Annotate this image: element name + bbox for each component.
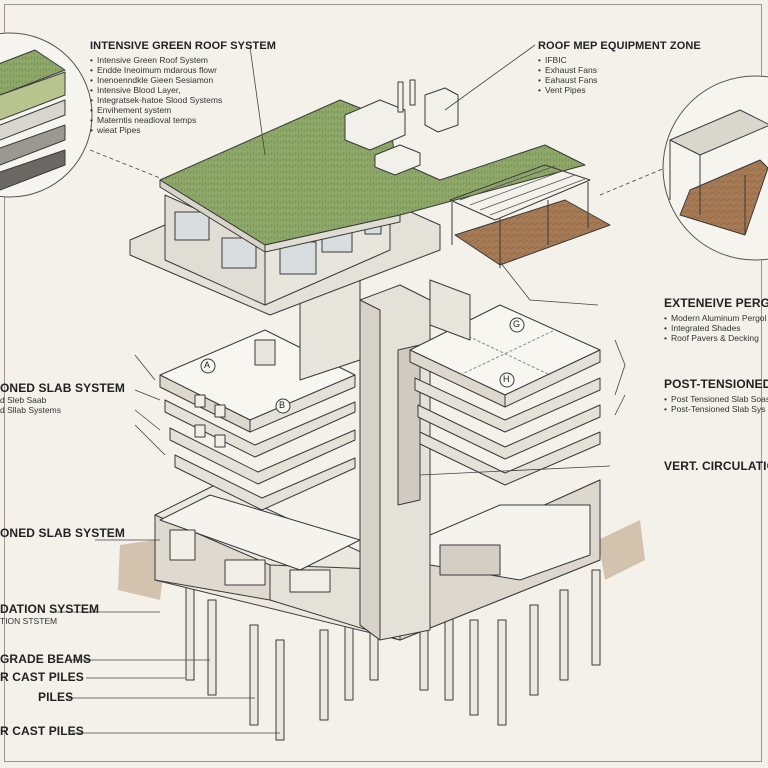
pergola [449, 164, 611, 268]
green-roof-item: Materntis neadioval temps [90, 115, 276, 125]
pergola-item: Roof Pavers & Decking [664, 333, 768, 343]
slab-left-lower-label: ONED SLAB SYSTEM [0, 526, 125, 541]
slab-right-items: Post Tensioned Slab Soas Post-Tensioned … [664, 394, 768, 414]
piles-label: PILES [38, 690, 74, 705]
green-roof-item: Intensive Blood Layer, [90, 85, 276, 95]
slab-left-line: d Sleb Saab [0, 394, 47, 405]
circulation-core [359, 284, 431, 641]
leader-lines [50, 44, 666, 734]
green-roof-detail-circle [0, 32, 93, 198]
mep-zone-item: Eahaust Fans [538, 75, 701, 85]
green-roof-items: Intensive Green Roof System Endde Ineoim… [90, 55, 276, 135]
mep-zone-item: Vent Pipes [538, 85, 701, 95]
slab-left-lower-title: ONED SLAB SYSTEM [0, 526, 125, 540]
green-roof-item: Endde Ineoimum mdarous flowr [90, 65, 276, 75]
grid-marker-g: G [513, 319, 521, 329]
grade-beams-label: GRADE BEAMS [0, 652, 92, 667]
cast-piles-title-1: R CAST PILES [0, 670, 84, 684]
pergola-title: EXTENEIVE PERGOLA [664, 296, 768, 310]
green-roof-label: INTENSIVE GREEN ROOF SYSTEM Intensive Gr… [90, 40, 276, 135]
mep-zone-items: IFBIC Exhaust Fans Eahaust Fans Vent Pip… [538, 55, 701, 95]
slab-right-label: POST-TENSIONED SLA Post Tensioned Slab S… [664, 377, 768, 414]
cast-piles-label-2: R CAST PILES [0, 724, 84, 739]
green-roof-item: Inenoenndkle Gieen Sesiamon [90, 75, 276, 85]
slab-left-label: ONED SLAB SYSTEM d Sleb Saab d Sllab Sys… [0, 381, 125, 415]
grid-marker-a: A [204, 360, 211, 370]
pergola-detail-circle [662, 75, 768, 261]
interior-walls [254, 274, 471, 381]
green-roof-item: Envihement system [90, 105, 276, 115]
mep-zone-label: ROOF MEP EQUIPMENT ZONE IFBIC Exhaust Fa… [538, 40, 701, 95]
green-roof-item: Intensive Green Roof System [90, 55, 276, 65]
piles-title: PILES [38, 690, 74, 704]
grid-marker-h: H [503, 374, 510, 384]
cast-piles-title-2: R CAST PILES [0, 724, 84, 738]
mep-zone-item: Exhaust Fans [538, 65, 701, 75]
foundation-label: DATION SYSTEM TION STSTEM [0, 602, 100, 627]
mep-equipment [344, 79, 459, 176]
green-roof-item: Integratsek-hatoe Slood Systems [90, 95, 276, 105]
cast-piles-label-1: R CAST PILES [0, 670, 84, 685]
slab-right-item: Post Tensioned Slab Soas [664, 394, 768, 404]
drawing-frame [4, 4, 762, 762]
slab-left-line: d Sllab Systems [0, 404, 61, 415]
slab-right-title: POST-TENSIONED SLA [664, 377, 768, 391]
grade-beams-title: GRADE BEAMS [0, 652, 92, 666]
right-slab-stack [409, 304, 601, 486]
pergola-item: Integrated Shades [664, 323, 768, 333]
green-roof-item: wieat Pipes [90, 125, 276, 135]
pergola-item: Modern Aluminum Pergol [664, 313, 768, 323]
slab-left-title: ONED SLAB SYSTEM [0, 381, 125, 395]
soil-section-right [598, 520, 645, 580]
pergola-items: Modern Aluminum Pergol Integrated Shades… [664, 313, 768, 343]
pergola-label: EXTENEIVE PERGOLA Modern Aluminum Pergol… [664, 296, 768, 343]
foundation-sub: TION STSTEM [0, 615, 58, 626]
green-roof-title: INTENSIVE GREEN ROOF SYSTEM [90, 40, 277, 52]
foundation-title: DATION SYSTEM [0, 602, 100, 616]
slab-right-item: Post-Tensioned Slab Sys [664, 404, 768, 414]
mep-zone-title: ROOF MEP EQUIPMENT ZONE [538, 40, 701, 52]
mep-zone-item: IFBIC [538, 55, 701, 65]
piles [185, 569, 601, 741]
soil-section-left [118, 540, 165, 600]
grid-marker-b: B [279, 400, 286, 410]
